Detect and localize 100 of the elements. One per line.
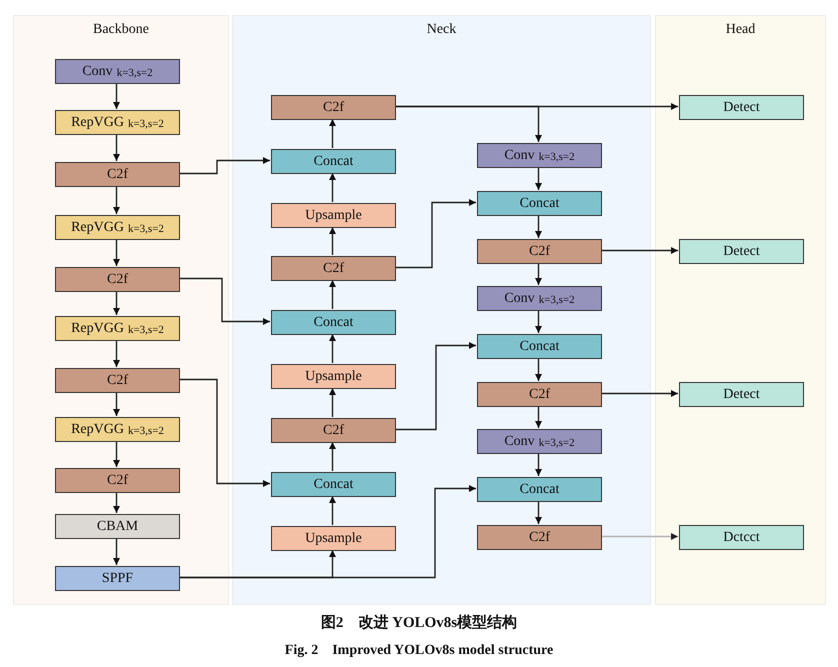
layer-name: Concat: [314, 314, 354, 330]
layer-box: [679, 525, 804, 550]
arrow: [179, 485, 476, 578]
arrow: [179, 278, 270, 325]
layer-name: C2f: [529, 530, 550, 546]
layer-box: [55, 267, 180, 292]
arrow: [113, 340, 120, 367]
arrow: [601, 247, 678, 254]
layer-box: [271, 203, 396, 228]
arrow: [113, 186, 120, 214]
layer-box: [271, 364, 396, 389]
layer-name: C2f: [107, 272, 128, 288]
layer-name: Conv: [504, 434, 535, 450]
layer-box: [477, 143, 602, 168]
layer-box: [477, 334, 602, 359]
arrow: [601, 533, 678, 540]
layer-box: [55, 566, 180, 591]
layer-box: [477, 429, 602, 454]
arrow: [329, 119, 336, 148]
layer-box: [679, 239, 804, 264]
layer-name: CBAM: [96, 518, 138, 534]
layer-name: C2f: [529, 244, 550, 260]
figure-caption: Fig. 2 Improved YOLOv8s model structure: [284, 643, 554, 658]
arrow: [179, 378, 270, 487]
layer-box: [55, 316, 180, 341]
layer-name: Concat: [520, 338, 560, 354]
layer-parameters: k=3,s=2: [128, 222, 164, 234]
layer-box: [477, 525, 602, 550]
arrow: [395, 199, 476, 268]
arrow: [113, 291, 120, 315]
layer-name: Detect: [723, 386, 760, 402]
layer-parameters: k=3,s=2: [538, 294, 575, 306]
section-panel: [232, 15, 651, 605]
layer-name: Upsample: [305, 208, 362, 224]
arrow: [535, 453, 542, 476]
layer-box: [477, 382, 602, 407]
arrow: [535, 215, 542, 238]
arrow: [601, 390, 678, 397]
arrow: [535, 501, 542, 524]
arrow: [329, 442, 336, 471]
layer-name: Dctcct: [723, 530, 760, 546]
layer-parameters: k=3,s=2: [128, 324, 164, 336]
layer-box: [55, 368, 180, 393]
layer-parameters: k=3,s=2: [128, 424, 164, 436]
arrow: [329, 388, 336, 417]
layer-name: Conv: [504, 148, 535, 164]
layer-name: Upsample: [305, 368, 362, 384]
layer-parameters: k=3,s=2: [538, 436, 575, 448]
layer-name: RepVGG: [71, 320, 124, 336]
layer-box: [271, 95, 396, 120]
layer-name: C2f: [323, 100, 344, 116]
layer-box: [271, 310, 396, 335]
layer-name: Conv: [504, 290, 535, 306]
arrow: [329, 280, 336, 309]
layer-name: Concat: [520, 196, 560, 212]
arrow: [113, 83, 120, 109]
layer-box: [271, 472, 396, 497]
arrow: [395, 106, 542, 142]
layer-box: [55, 215, 180, 240]
layer-name: Detect: [723, 244, 760, 260]
layer-name: RepVGG: [71, 422, 124, 438]
layer-name: C2f: [323, 422, 344, 438]
layer-parameters: k=3,s=2: [116, 66, 153, 78]
layer-box: [55, 514, 180, 539]
layer-name: Detect: [723, 100, 760, 116]
layer-parameters: k=3,s=2: [538, 150, 575, 162]
layer-box: [55, 110, 180, 135]
arrow: [535, 406, 542, 428]
layer-name: Concat: [314, 154, 354, 170]
layer-box: [271, 149, 396, 174]
layer-box: [55, 417, 180, 442]
arrow: [395, 342, 476, 430]
arrow: [329, 496, 336, 525]
section-title: Head: [726, 22, 756, 37]
layer-box: [271, 526, 396, 551]
layer-name: Upsample: [305, 530, 362, 546]
layer-box: [271, 256, 396, 281]
arrow: [113, 538, 120, 565]
arrow: [535, 358, 542, 381]
layer-box: [55, 59, 180, 84]
layer-box: [55, 162, 180, 187]
layer-box: [477, 191, 602, 216]
arrow: [113, 134, 120, 161]
section-panel: [13, 15, 229, 605]
layer-name: Concat: [314, 476, 354, 492]
section-panel: [655, 15, 826, 605]
layer-box: [271, 418, 396, 443]
arrow: [535, 263, 542, 285]
layer-box: [679, 95, 804, 120]
layer-parameters: k=3,s=2: [128, 118, 164, 130]
layer-box: [477, 239, 602, 264]
layer-name: Concat: [520, 482, 560, 498]
layer-name: C2f: [107, 166, 128, 182]
arrow: [113, 441, 120, 467]
section-title: Neck: [426, 22, 456, 37]
layer-name: Conv: [82, 64, 113, 80]
arrow: [113, 239, 120, 266]
section-title: Backbone: [93, 22, 149, 37]
layer-box: [477, 477, 602, 502]
layer-name: RepVGG: [71, 220, 124, 236]
